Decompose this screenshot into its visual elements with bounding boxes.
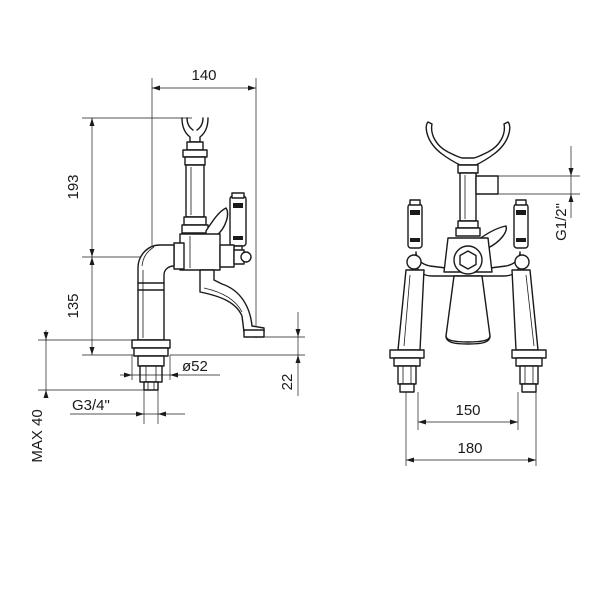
riser-pipe [185, 164, 205, 218]
side-view: 140 193 135 [29, 67, 305, 463]
dim-width-top-label: 140 [191, 67, 216, 84]
dim-spout-height-label: 22 [279, 374, 296, 391]
dim-centers-outer: 180 [405, 392, 537, 466]
dim-diameter: ø52 [120, 355, 220, 380]
spout [199, 269, 265, 333]
dim-centers-inner-label: 150 [455, 402, 480, 419]
shank-nut [139, 365, 163, 383]
dim-max-depth-label: MAX 40 [29, 409, 46, 462]
front-spout [445, 275, 491, 345]
front-handle-left [406, 199, 423, 270]
front-leg-right [511, 269, 539, 351]
dim-max-depth: MAX 40 [29, 330, 144, 463]
dim-diameter-label: ø52 [182, 358, 208, 375]
valve-body [179, 233, 221, 271]
dim-thread-inlet-label: G3/4" [72, 397, 110, 414]
front-view: G1/2" [389, 121, 580, 466]
dim-spout-height: 22 [170, 312, 305, 396]
front-base-left [389, 349, 425, 393]
front-shower-outlet [475, 175, 499, 195]
front-riser [459, 172, 477, 222]
dim-height-lower-label: 135 [65, 293, 82, 318]
dim-thread-outlet-label: G1/2" [553, 203, 570, 241]
front-shower-cradle [425, 121, 511, 166]
front-handle-right [513, 199, 530, 270]
shower-cradle [181, 117, 209, 143]
dim-thread-inlet: G3/4" [70, 390, 185, 424]
dim-centers-outer-label: 180 [457, 440, 482, 457]
dim-thread-outlet: G1/2" [498, 146, 580, 241]
dim-height-upper-label: 193 [65, 174, 82, 199]
front-leg-left [397, 269, 425, 351]
dim-height-upper: 193 [65, 117, 192, 258]
dim-height-lower: 135 [65, 257, 140, 356]
dim-centers-inner: 150 [417, 392, 519, 430]
front-base-right [511, 349, 547, 393]
deck-base [131, 339, 171, 349]
diverter-lever [205, 207, 229, 239]
